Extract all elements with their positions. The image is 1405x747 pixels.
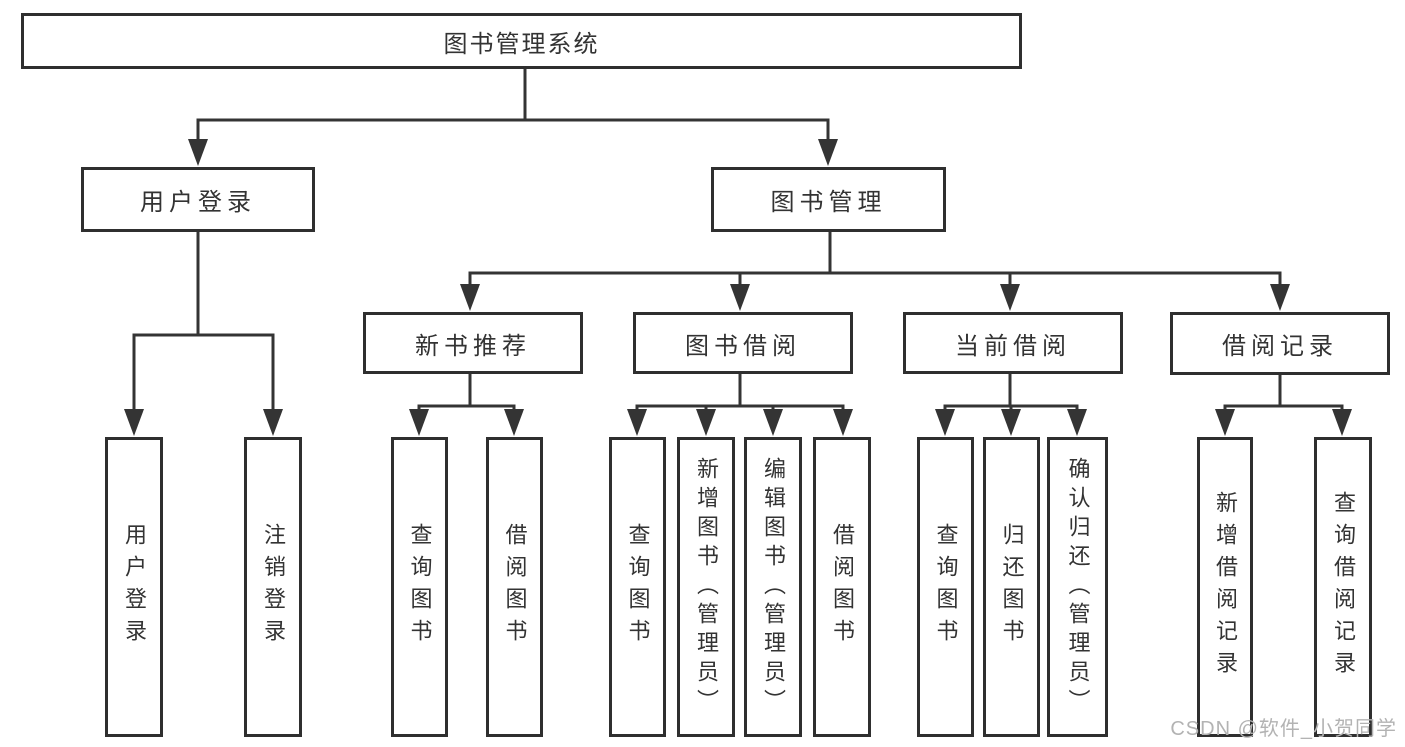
leaf-return-books-label: 归还图书 — [999, 523, 1025, 651]
leaf-logout-label: 注销登录 — [261, 523, 286, 651]
node-current-borrow-label: 当前借阅 — [955, 332, 1071, 360]
leaf-borrow-books-recommend: 借阅图书 — [486, 437, 543, 737]
leaf-query-borrow-record: 查询借阅记录 — [1314, 437, 1372, 737]
leaf-query-books-recommend-label: 查询图书 — [407, 523, 433, 651]
leaf-confirm-return-admin: 确认归还（管理员） — [1047, 437, 1108, 737]
leaf-return-books: 归还图书 — [983, 437, 1040, 737]
node-user-login: 用户登录 — [81, 167, 315, 232]
leaf-user-login-label: 用户登录 — [122, 523, 147, 651]
leaf-add-borrow-record-label: 新增借阅记录 — [1213, 491, 1238, 683]
leaf-edit-books-admin-label: 编辑图书（管理员） — [761, 456, 786, 718]
leaf-confirm-return-admin-label: 确认归还（管理员） — [1065, 456, 1091, 718]
node-borrow-records: 借阅记录 — [1170, 312, 1390, 375]
connector-lines — [132, 69, 1344, 414]
node-borrow-records-label: 借阅记录 — [1222, 333, 1338, 360]
node-book-management: 图书管理 — [711, 167, 946, 232]
leaf-logout: 注销登录 — [244, 437, 302, 737]
leaf-edit-books-admin: 编辑图书（管理员） — [744, 437, 802, 737]
node-book-borrow-label: 图书借阅 — [685, 332, 801, 360]
node-library-management-system-label: 图书管理系统 — [443, 30, 600, 58]
leaf-query-books-recommend: 查询图书 — [391, 437, 448, 737]
leaf-add-books-admin-label: 新增图书（管理员） — [694, 456, 719, 718]
node-book-borrow: 图书借阅 — [633, 312, 853, 374]
leaf-query-books-current-label: 查询图书 — [933, 523, 959, 651]
leaf-borrow-books-recommend-label: 借阅图书 — [502, 523, 528, 651]
leaf-query-borrow-record-label: 查询借阅记录 — [1331, 491, 1356, 683]
connector-arrowheads — [124, 139, 1352, 436]
node-book-management-label: 图书管理 — [770, 189, 887, 216]
leaf-add-borrow-record: 新增借阅记录 — [1197, 437, 1253, 737]
leaf-query-books-borrow: 查询图书 — [609, 437, 666, 737]
csdn-watermark: CSDN @软件_小贺同学 — [1170, 718, 1397, 740]
leaf-borrow-books: 借阅图书 — [813, 437, 871, 737]
leaf-add-books-admin: 新增图书（管理员） — [677, 437, 735, 737]
node-current-borrow: 当前借阅 — [903, 312, 1123, 374]
node-new-book-recommend-label: 新书推荐 — [415, 332, 531, 360]
leaf-user-login: 用户登录 — [105, 437, 163, 737]
node-library-management-system: 图书管理系统 — [21, 13, 1022, 69]
node-user-login-label: 用户登录 — [140, 189, 256, 216]
leaf-query-books-borrow-label: 查询图书 — [625, 523, 651, 651]
node-new-book-recommend: 新书推荐 — [363, 312, 583, 374]
leaf-borrow-books-label: 借阅图书 — [830, 523, 855, 651]
leaf-query-books-current: 查询图书 — [917, 437, 974, 737]
